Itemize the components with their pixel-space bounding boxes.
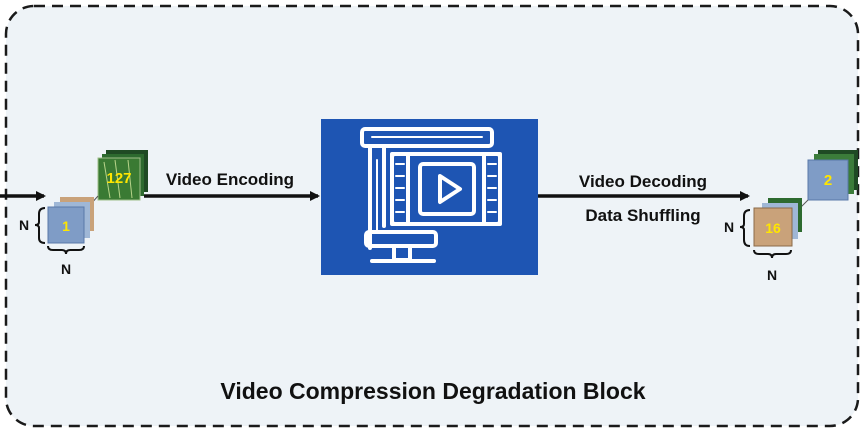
decoding-label: Video Decoding [579, 172, 707, 191]
input-back-frame-number: 127 [106, 170, 131, 187]
output-bottom-label: N [767, 267, 777, 283]
shuffling-label: Data Shuffling [585, 206, 700, 225]
input-frame-stack: 127 1 N N [19, 150, 148, 277]
input-front-frame-number: 1 [62, 218, 70, 234]
input-bottom-brace [47, 245, 85, 255]
input-side-brace [34, 207, 46, 244]
encoding-label: Video Encoding [166, 170, 294, 189]
codec-box [321, 119, 538, 275]
output-frame-stack: 2 16 N N [724, 150, 858, 283]
output-back-frames: 2 [807, 150, 858, 201]
input-bottom-label: N [61, 261, 71, 277]
output-side-label: N [724, 219, 734, 235]
video-compressor-clamp-icon [360, 127, 502, 263]
output-bottom-brace [753, 249, 792, 259]
output-front-frame-number: 16 [765, 220, 781, 236]
output-front-frames: 16 [753, 198, 802, 247]
block-title: Video Compression Degradation Block [220, 378, 645, 404]
output-side-brace [739, 209, 751, 247]
input-side-label: N [19, 217, 29, 233]
output-back-frame-number: 2 [824, 172, 832, 189]
input-front-frames: 1 [47, 197, 94, 244]
input-back-frames: 127 [97, 150, 148, 201]
